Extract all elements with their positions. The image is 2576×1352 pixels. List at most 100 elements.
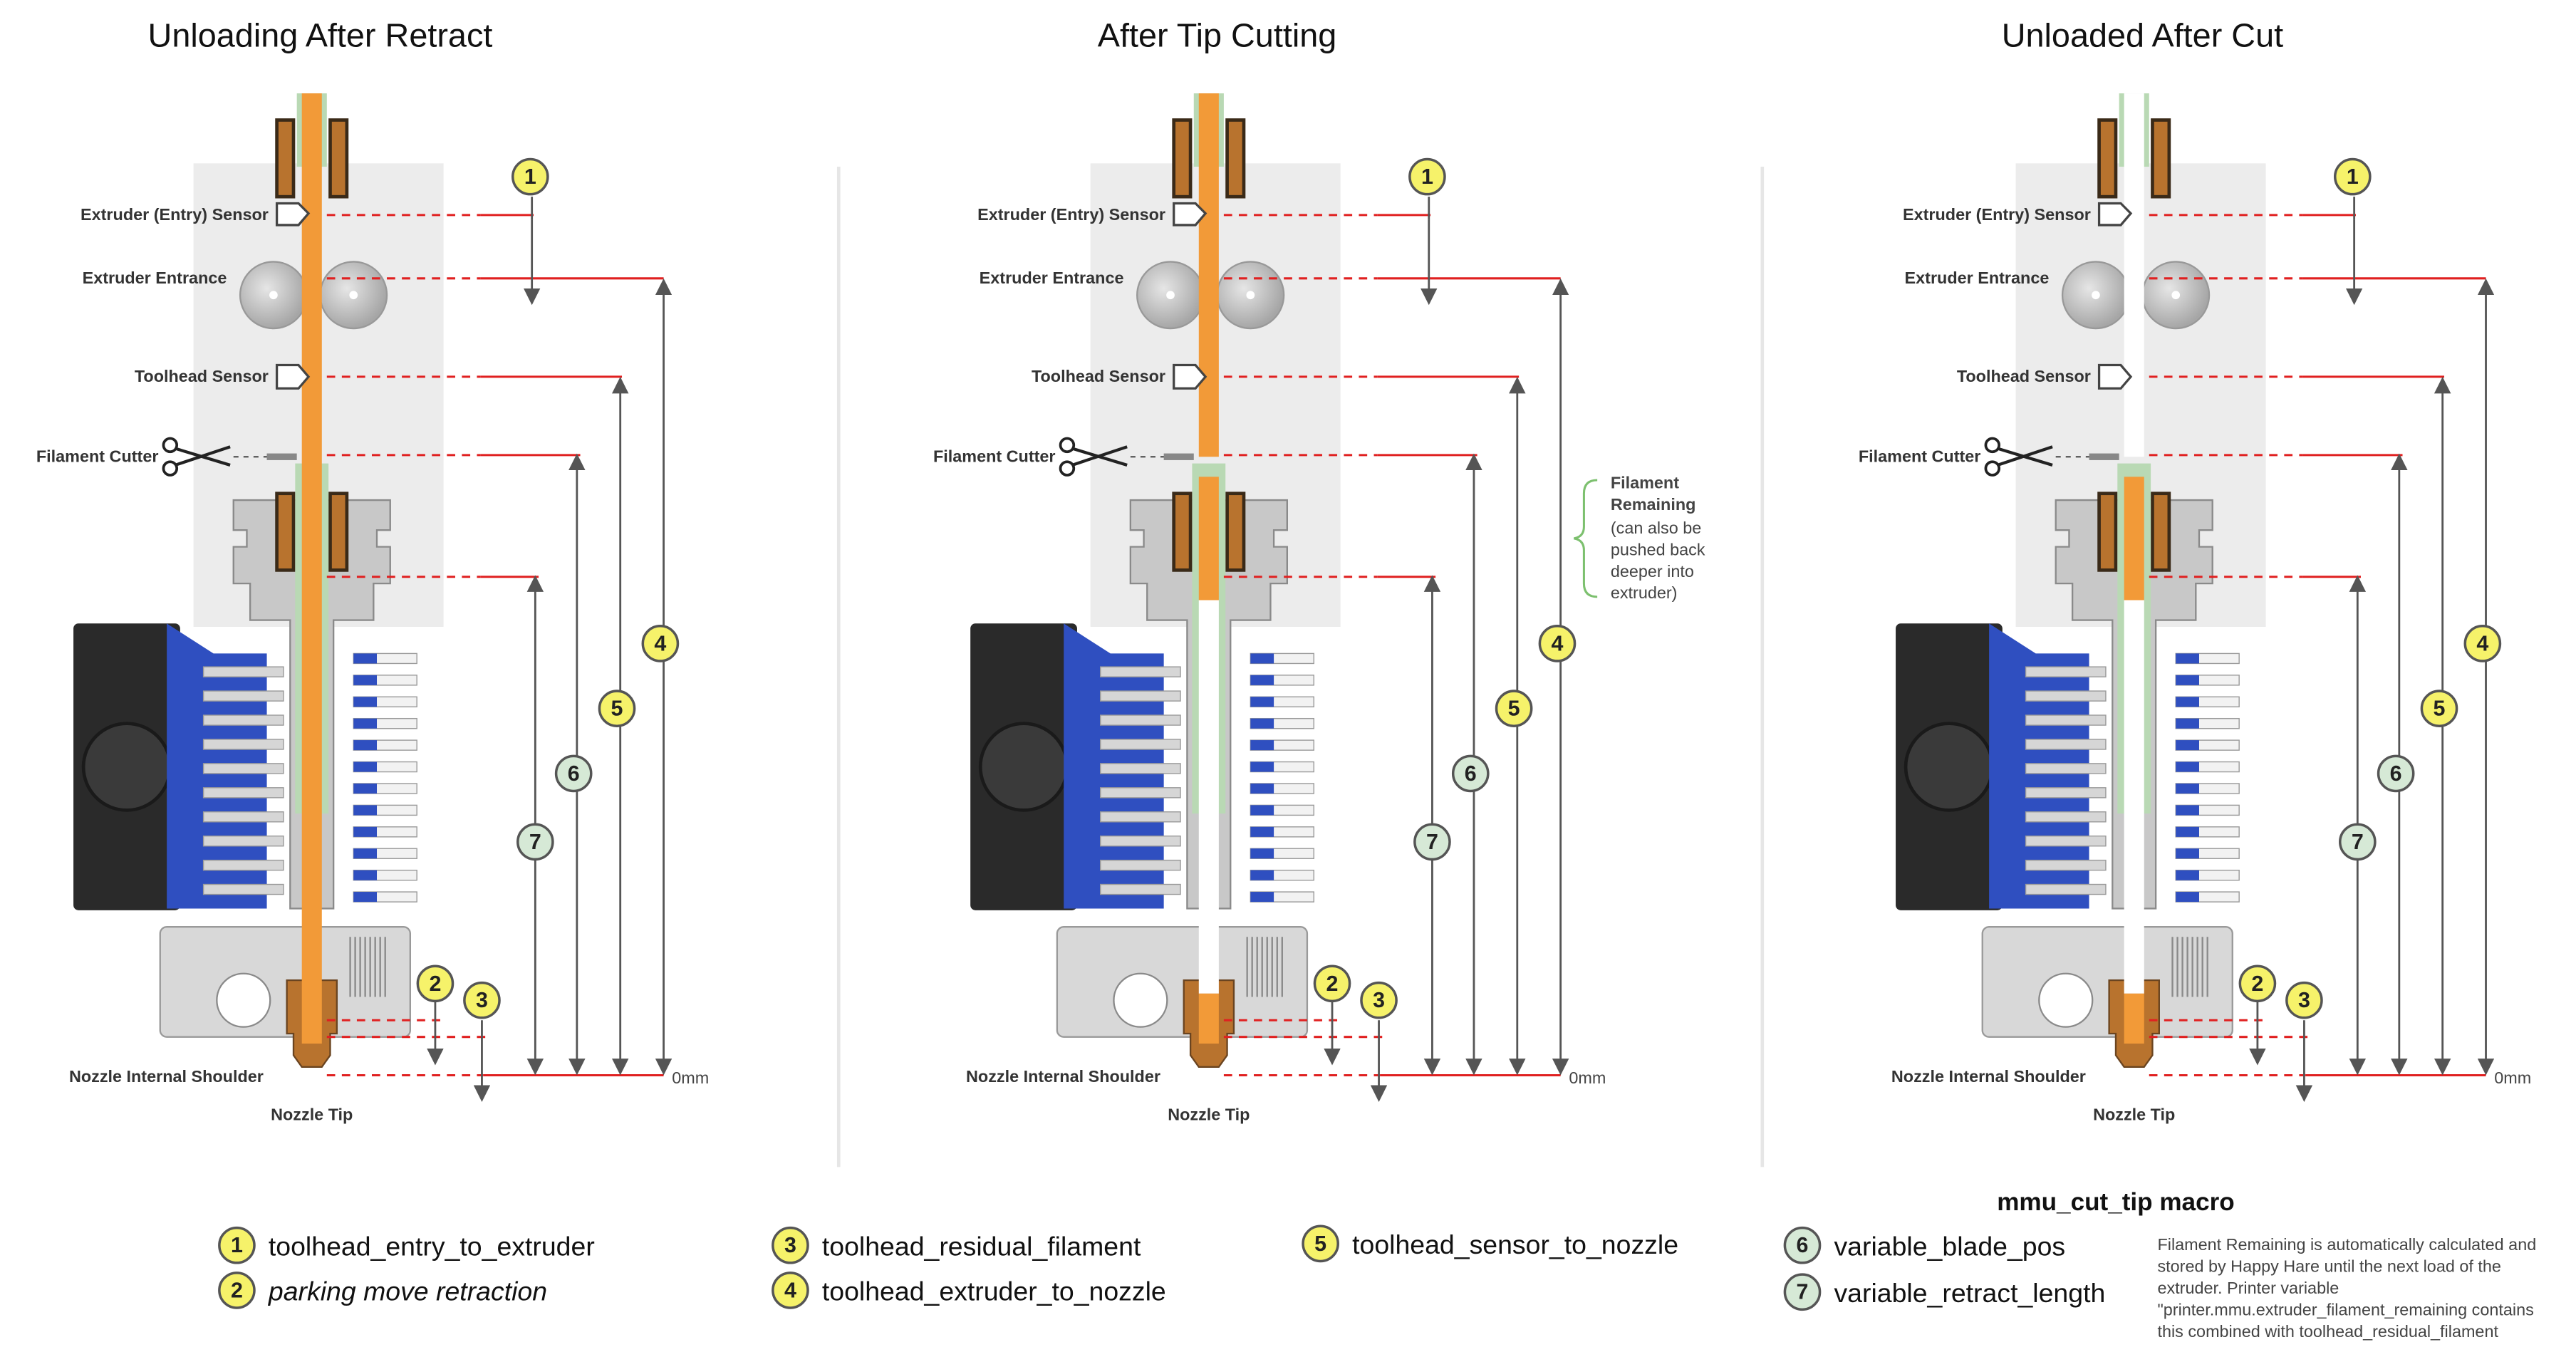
label-nozzle-tip: Nozzle Tip: [271, 1106, 353, 1124]
heatsink-fin: [202, 883, 284, 895]
coupling-right: [1225, 118, 1246, 199]
label-filament-cutter: Filament Cutter: [1859, 447, 1981, 465]
heatsink-fin-shade: [353, 805, 378, 816]
heatsink-fin: [1100, 787, 1181, 799]
heatsink-fin: [1100, 714, 1181, 726]
heatsink-fin: [1100, 690, 1181, 702]
sensor-flag-icon: [2097, 202, 2133, 227]
badge-5-icon: [598, 690, 636, 727]
badge-1-icon: [511, 157, 549, 196]
heatsink-fin: [202, 835, 284, 847]
coupling-left: [275, 118, 296, 199]
badge-7-icon: [516, 823, 554, 861]
label-nozzle-shoulder: Nozzle Internal Shoulder: [1891, 1067, 2086, 1086]
sensor-flag-icon: [275, 363, 311, 390]
heatsink-fin-shade: [353, 697, 378, 707]
heatsink-fin-shade: [353, 870, 378, 880]
filament-remaining: [1198, 477, 1219, 600]
badge-number: 4: [1552, 631, 1564, 655]
coupling-right: [328, 118, 349, 199]
remaining-line: (can also be: [1611, 519, 1701, 537]
heatsink-fin: [1100, 811, 1181, 823]
heater-cartridge-hole: [216, 972, 271, 1028]
badge-7-icon: [1783, 1273, 1822, 1311]
badge-2-icon: [218, 1272, 256, 1309]
badge-number: 1: [524, 165, 536, 189]
panel-title: Unloading After Retract: [148, 17, 493, 54]
drive-gear-hub: [269, 291, 278, 300]
heatsink-fin: [1100, 859, 1181, 871]
label-nozzle-tip: Nozzle Tip: [1168, 1106, 1250, 1124]
drive-gear-hub: [1166, 291, 1175, 300]
heatsink-fin-shade: [353, 783, 378, 794]
heatsink-fin-shade: [2176, 783, 2199, 794]
remaining-title: Filament: [1611, 474, 1679, 492]
remaining-bracket: [1574, 479, 1598, 598]
badge-number: 5: [1314, 1232, 1326, 1256]
heatsink-fin: [1100, 739, 1181, 750]
heatsink-fin-shade: [2176, 848, 2199, 859]
badge-number: 3: [1373, 988, 1385, 1012]
badge-2-icon: [416, 964, 455, 1003]
heatsink-fin-shade: [2176, 653, 2199, 664]
fan-icon: [81, 722, 172, 812]
heatsink-fin-shade: [2176, 740, 2199, 751]
heatsink-fin-shade: [2176, 675, 2199, 685]
legend: 1 toolhead_entry_to_extruder 2 parking m…: [218, 1188, 2536, 1341]
heatsink-fin-shade: [2176, 892, 2199, 903]
heater-cartridge-hole: [2038, 972, 2094, 1028]
remaining-line: pushed back: [1611, 540, 1705, 558]
heatsink-fin: [2025, 859, 2107, 871]
scissors-icon: [1059, 437, 1128, 477]
badge-1-icon: [2333, 157, 2372, 196]
badge-number: 5: [2434, 697, 2446, 721]
cutter-blade: [1163, 453, 1194, 460]
filament: [1198, 93, 1219, 457]
badge-number: 1: [231, 1233, 243, 1257]
heatsink-fin-shade: [2176, 697, 2199, 707]
label-nozzle-shoulder: Nozzle Internal Shoulder: [69, 1067, 264, 1086]
legend-item-4: 4 toolhead_extruder_to_nozzle: [772, 1272, 1166, 1309]
heatsink-fin-shade: [353, 653, 378, 664]
legend-item-7: 7 variable_retract_length: [1783, 1273, 2105, 1311]
heatsink-fin-shade: [353, 761, 378, 772]
panel-title: Unloaded After Cut: [2002, 17, 2283, 54]
label-toolhead-sensor: Toolhead Sensor: [135, 367, 269, 385]
heatsink-fin-shade: [2176, 805, 2199, 816]
heatsink-fin: [1100, 763, 1181, 774]
badge-2-icon: [2238, 964, 2277, 1003]
badge-number: 6: [1465, 761, 1477, 786]
heatsink-fin: [1100, 835, 1181, 847]
badge-number: 3: [476, 988, 488, 1012]
heatsink-fin: [202, 763, 284, 774]
drive-gear-hub: [2092, 291, 2100, 300]
label-filament-cutter: Filament Cutter: [36, 447, 159, 465]
badge-1-icon: [1408, 157, 1446, 196]
badge-7-icon: [1413, 823, 1451, 861]
legend-label: parking move retraction: [268, 1276, 547, 1306]
filament-remaining: [2124, 477, 2144, 600]
badge-5-icon: [1495, 690, 1533, 727]
heatsink-fin: [202, 739, 284, 750]
badge-number: 3: [784, 1233, 796, 1257]
heatsink-fin-shade: [2176, 826, 2199, 837]
badge-number: 6: [568, 761, 580, 786]
empty-bore: [1198, 600, 1219, 994]
heatsink-fin: [202, 787, 284, 799]
heatsink-fin-shade: [1250, 892, 1274, 903]
label-entry-sensor: Extruder (Entry) Sensor: [80, 205, 269, 224]
label-toolhead-sensor: Toolhead Sensor: [1032, 367, 1165, 385]
scissors-icon: [1984, 437, 2053, 477]
badge-number: 2: [2251, 972, 2263, 996]
label-extruder-entrance: Extruder Entrance: [83, 269, 227, 287]
legend-label: toolhead_sensor_to_nozzle: [1352, 1229, 1678, 1259]
badge-number: 2: [231, 1278, 243, 1302]
cutter-blade: [266, 453, 297, 460]
legend-label: toolhead_residual_filament: [822, 1231, 1141, 1261]
badge-4-icon: [2463, 625, 2502, 662]
heatsink-fin-shade: [353, 718, 378, 729]
drive-gear-hub: [349, 291, 358, 300]
badge-4-icon: [641, 625, 680, 662]
